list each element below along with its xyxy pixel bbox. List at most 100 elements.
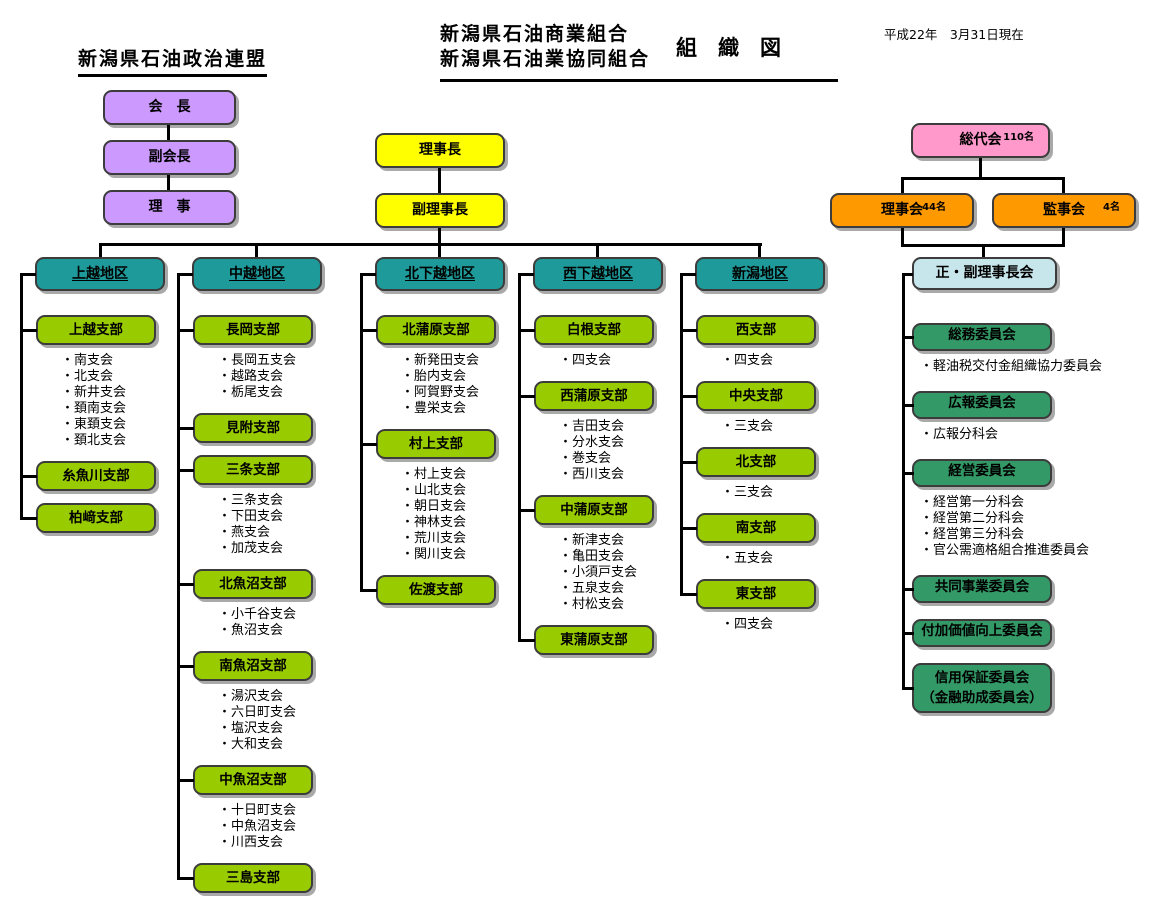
branch-box: 佐渡支部 (376, 575, 496, 605)
branch-subgroup-list: ・四支会 (721, 617, 825, 633)
subgroup-item: ・阿賀野支会 (401, 385, 480, 400)
connector-stub (20, 273, 36, 276)
chart-title-suffix: 組 織 図 (676, 36, 782, 60)
committee-label: 広報委員会 (948, 395, 1016, 411)
committee-label-line2: （金融助成委員会） (921, 690, 1043, 706)
connector-stub (177, 779, 194, 782)
board-of-auditors-count: 4名 (1103, 202, 1120, 213)
connector-stub (177, 877, 194, 880)
branch-box: 村上支部 (376, 429, 496, 459)
chairman-box: 理事長 (375, 133, 505, 168)
committee-label: 信用保証委員会 (934, 670, 1030, 686)
connector-spine (902, 273, 905, 690)
subgroup-item: ・頚北支会 (61, 433, 127, 448)
branch-box: 西支部 (696, 315, 816, 345)
branch-subgroup-list: ・四支会 (721, 353, 825, 369)
district-column: 西下越地区白根支部・四支会西蒲原支部・吉田支会・分水支会・巻支会・西川支会中蒲原… (518, 257, 663, 655)
connector-stub (360, 589, 377, 592)
vice-chairman-box: 副理事長 (375, 193, 505, 228)
subgroup-item: ・経営第一分科会 (920, 495, 1025, 510)
connector-stub (360, 443, 377, 446)
subgroup-item: ・栃尾支会 (218, 385, 284, 400)
subgroup-item: ・十日町支会 (218, 803, 297, 818)
branch-box: 上越支部 (36, 315, 156, 345)
committee-box: 付加価値向上委員会 (912, 619, 1052, 647)
branch-subgroup-list: ・新津支会・亀田支会・小須戸支会・五泉支会・村松支会 (559, 533, 663, 613)
committee-label: 共同事業委員会 (934, 579, 1030, 595)
branch-subgroup-list: ・三支会 (721, 419, 825, 435)
connector-line (1062, 180, 1065, 193)
subgroup-item: ・荒川支会 (401, 531, 467, 546)
subgroup-item: ・新津支会 (559, 533, 625, 548)
subgroup-item: ・三支会 (721, 419, 774, 434)
connector-stub (902, 687, 914, 690)
connector-line (1062, 228, 1065, 244)
connector-stub (902, 336, 914, 339)
board-of-directors-label: 理事会 (881, 202, 923, 218)
connector-stub (177, 665, 194, 668)
subgroup-item: ・新発田支会 (401, 353, 480, 368)
connector-line (167, 175, 170, 190)
committee-label: 付加価値向上委員会 (921, 623, 1043, 639)
committee-box: 経営委員会 (912, 459, 1052, 487)
subgroup-item: ・西川支会 (559, 467, 625, 482)
league-vice-chairman-box: 副会長 (103, 140, 236, 175)
chart-title-block: 新潟県石油商業組合 新潟県石油業協同組合 組 織 図 (440, 22, 838, 82)
connector-spine (680, 273, 683, 596)
league-chairman-box: 会 長 (103, 90, 236, 125)
branch-box: 北魚沼支部 (193, 569, 313, 599)
committee-box: 広報委員会 (912, 391, 1052, 419)
board-of-auditors-label: 監事会 (1043, 202, 1085, 218)
subgroup-item: ・燕支会 (218, 525, 271, 540)
district-column: 新潟地区西支部・四支会中央支部・三支会北支部・三支会南支部・五支会東支部・四支会 (680, 257, 825, 641)
subgroup-item: ・五支会 (721, 551, 774, 566)
connector-line (982, 247, 985, 257)
branch-box: 東支部 (696, 579, 816, 609)
subgroup-item: ・新井支会 (61, 385, 127, 400)
subgroup-item: ・胎内支会 (401, 369, 467, 384)
subgroup-item: ・四支会 (721, 353, 774, 368)
branch-box: 南魚沼支部 (193, 651, 313, 681)
district-column: 中越地区長岡支部・長岡五支会・越路支会・栃尾支会見附支部三条支部・三条支会・下田… (177, 257, 322, 893)
subgroup-item: ・川西支会 (218, 835, 284, 850)
connector-stub (680, 527, 697, 530)
connector-stub (680, 593, 697, 596)
connector-stub (518, 509, 535, 512)
subgroup-item: ・五泉支会 (559, 581, 625, 596)
connector-line (901, 177, 1065, 180)
subgroup-item: ・長岡五支会 (218, 353, 297, 368)
subgroup-item: ・経営第三分科会 (920, 527, 1025, 542)
subgroup-item: ・六日町支会 (218, 705, 297, 720)
connector-stub (902, 632, 914, 635)
branch-subgroup-list: ・五支会 (721, 551, 825, 567)
branch-subgroup-list: ・吉田支会・分水支会・巻支会・西川支会 (559, 419, 663, 483)
district-box: 新潟地区 (695, 257, 825, 291)
connector-line (438, 246, 441, 257)
subgroup-item: ・加茂支会 (218, 541, 284, 556)
connector-stub (902, 472, 914, 475)
subgroup-item: ・塩沢支会 (218, 721, 284, 736)
connector-stub (518, 395, 535, 398)
connector-spine (177, 273, 180, 880)
connector-stub (518, 273, 534, 276)
branch-subgroup-list: ・長岡五支会・越路支会・栃尾支会 (218, 353, 322, 401)
subgroup-item: ・関川支会 (401, 547, 467, 562)
branch-box: 三島支部 (193, 863, 313, 893)
connector-spine (360, 273, 363, 592)
connector-stub (902, 273, 913, 276)
subgroup-item: ・神林支会 (401, 515, 467, 530)
branch-box: 中魚沼支部 (193, 765, 313, 795)
committee-column: 正・副理事長会総務委員会・軽油税交付金組織協力委員会広報委員会・広報分科会経営委… (902, 257, 1153, 713)
subgroup-item: ・湯沢支会 (218, 689, 284, 704)
connector-stub (518, 639, 535, 642)
chart-title-line2: 新潟県石油業協同組合 (440, 48, 651, 70)
branch-box: 北支部 (696, 447, 816, 477)
connector-stub (20, 475, 37, 478)
branch-box: 糸魚川支部 (36, 461, 156, 491)
branch-subgroup-list: ・十日町支会・中魚沼支会・川西支会 (218, 803, 322, 851)
subgroup-item: ・三支会 (721, 485, 774, 500)
connector-line (99, 246, 102, 257)
chair-vice-chair-council-box: 正・副理事長会 (912, 257, 1057, 290)
general-assembly-label: 総代会 (959, 132, 1002, 148)
connector-stub (20, 329, 37, 332)
